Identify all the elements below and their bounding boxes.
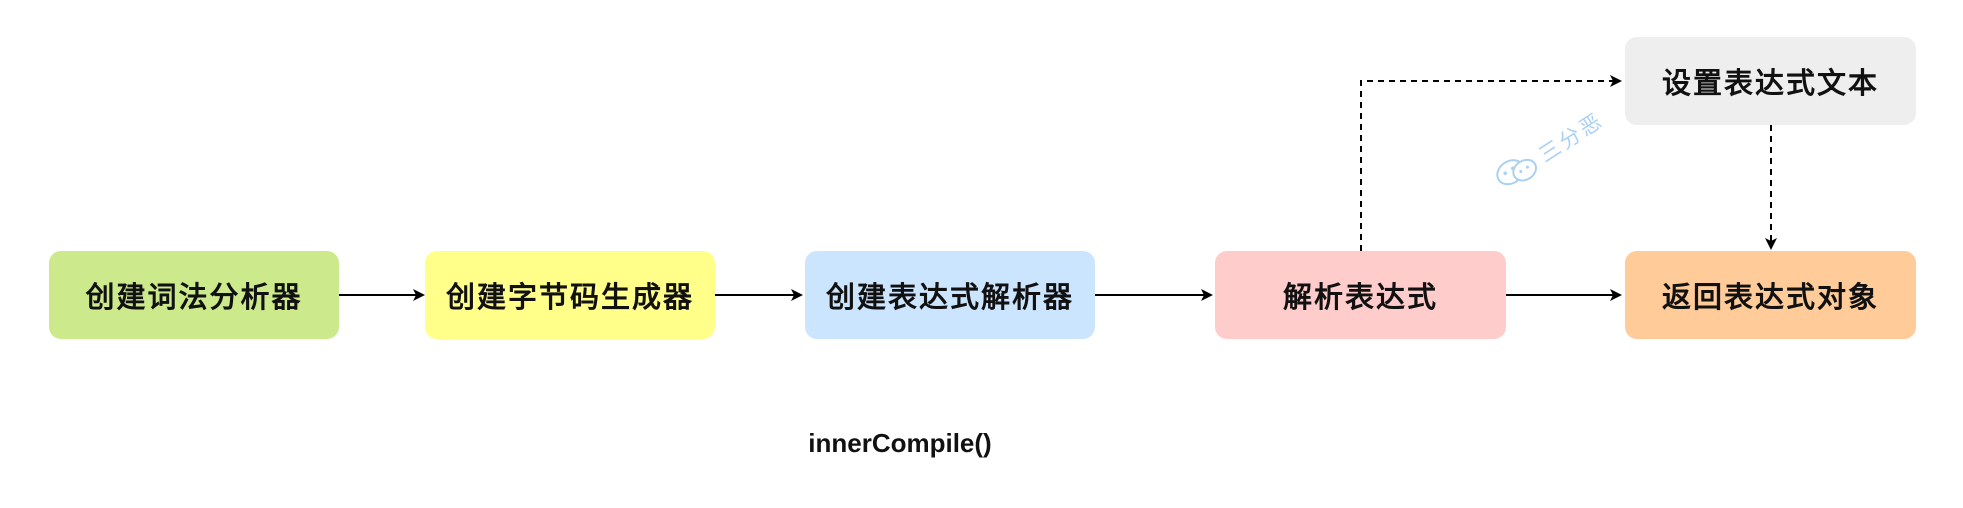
node-parse-expression: 解析表达式 (1215, 251, 1506, 339)
node-create-lexer: 创建词法分析器 (49, 251, 339, 339)
node-create-bytecode-generator: 创建字节码生成器 (425, 251, 715, 339)
node-return-expression-object: 返回表达式对象 (1625, 251, 1916, 339)
node-set-expression-text: 设置表达式文本 (1625, 37, 1916, 125)
dashed-arrow-parse-to-settext (1360, 75, 1622, 251)
node-create-lexer-label: 创建词法分析器 (85, 280, 303, 314)
node-parse-expression-label: 解析表达式 (1282, 280, 1438, 314)
node-return-expression-object-label: 返回表达式对象 (1661, 280, 1879, 314)
node-create-bytecode-generator-label: 创建字节码生成器 (445, 280, 694, 314)
node-set-expression-text-label: 设置表达式文本 (1661, 66, 1879, 100)
wechat-icon (1496, 158, 1537, 186)
node-create-expression-parser-label: 创建表达式解析器 (825, 280, 1074, 314)
watermark: 三分恶 (1490, 104, 1610, 197)
node-create-expression-parser: 创建表达式解析器 (805, 251, 1095, 339)
diagram-caption: innerCompile() (808, 428, 992, 458)
